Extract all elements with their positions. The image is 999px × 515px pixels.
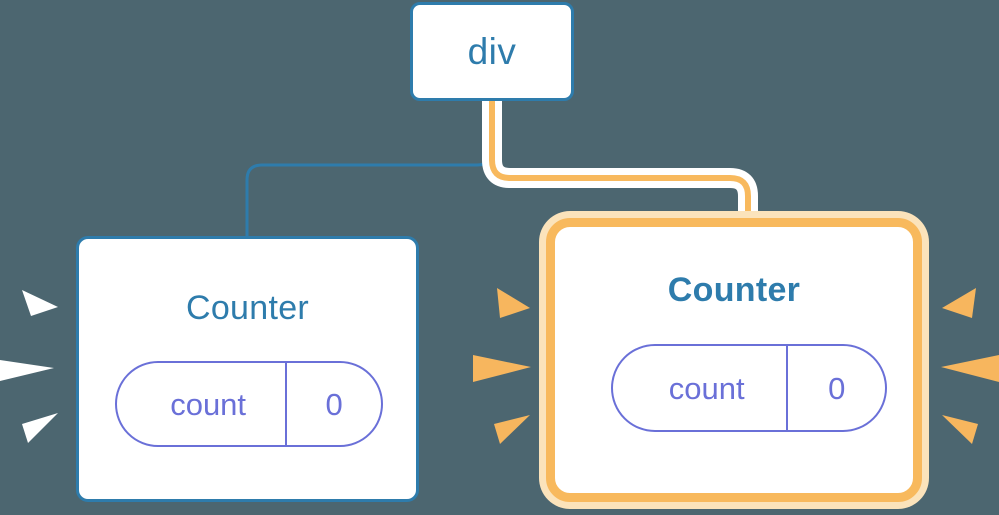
counter-left-state-key: count [117,363,288,445]
counter-left-title: Counter [185,289,310,327]
ray-icon [473,355,531,382]
node-div-label: div [467,31,517,72]
counter-right-title: Counter [667,271,801,309]
counter-right-state-key: count [613,346,789,430]
node-counter-right[interactable]: Counter count 0 [546,218,922,502]
edge-div-to-counter-right [489,98,751,231]
counter-right-state-value: 0 [828,370,846,406]
ray-icon [497,288,530,318]
counter-right-state-pill[interactable]: count 0 [611,344,887,432]
rays-counter-right-outer [941,288,999,444]
rays-counter-left [0,290,58,443]
rays-counter-right-inner [473,288,531,444]
node-counter-left[interactable]: Counter count 0 [76,236,419,502]
ray-icon [941,355,999,382]
ray-icon [942,415,978,444]
counter-left-state-value: 0 [325,386,343,422]
ray-icon [942,288,976,318]
ray-icon [494,415,530,444]
node-div[interactable]: div [410,2,574,101]
ray-icon [0,360,54,381]
counter-left-state-pill[interactable]: count 0 [115,361,383,447]
ray-icon [22,413,58,443]
ray-icon [22,290,58,316]
